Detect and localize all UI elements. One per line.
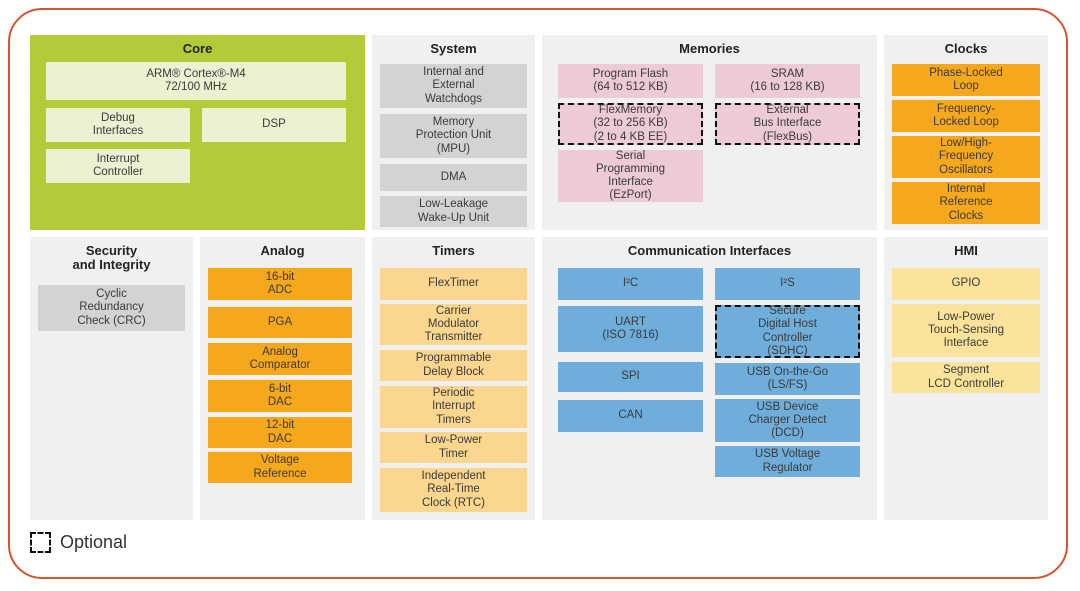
block-gpio: GPIO [892, 268, 1040, 300]
block-usb-otg: USB On-the-Go (LS/FS) [715, 363, 860, 395]
block-dma: DMA [380, 164, 527, 191]
block-internal-reference-clocks: Internal Reference Clocks [892, 182, 1040, 224]
block-flexbus: External Bus Interface (FlexBus) [715, 103, 860, 145]
block-fll: Frequency- Locked Loop [892, 100, 1040, 132]
panel-security: Security and Integrity Cyclic Redundancy… [30, 237, 193, 520]
block-low-power-timer: Low-Power Timer [380, 432, 527, 463]
panel-analog-title: Analog [260, 243, 305, 258]
block-segment-lcd: Segment LCD Controller [892, 362, 1040, 393]
block-arm-cortex-m4: ARM® Cortex®-M4 72/100 MHz [46, 62, 346, 100]
panel-analog: Analog 16-bit ADC PGA Analog Comparator … [200, 237, 365, 520]
panel-clocks-title: Clocks [944, 41, 988, 56]
block-sdhc: Secure Digital Host Controller (SDHC) [715, 305, 860, 358]
block-usb-voltage-regulator: USB Voltage Regulator [715, 446, 860, 477]
diagram-frame [8, 8, 1068, 579]
block-rtc: Independent Real-Time Clock (RTC) [380, 468, 527, 512]
panel-clocks: Clocks Phase-Locked Loop Frequency- Lock… [884, 35, 1048, 230]
panel-core-title: Core [182, 41, 213, 56]
block-analog-comparator: Analog Comparator [208, 343, 352, 375]
block-mpu: Memory Protection Unit (MPU) [380, 114, 527, 158]
block-adc-16bit: 16-bit ADC [208, 268, 352, 300]
panel-memories: Memories Program Flash (64 to 512 KB) SR… [542, 35, 877, 230]
legend-optional-label: Optional [60, 532, 128, 552]
block-debug-interfaces: Debug Interfaces [46, 108, 190, 142]
block-interrupt-controller: Interrupt Controller [46, 149, 190, 183]
block-touch-sensing: Low-Power Touch-Sensing Interface [892, 304, 1040, 357]
panel-timers-title: Timers [432, 243, 475, 258]
optional-dashed-swatch [30, 532, 51, 553]
legend-optional: Optional [30, 531, 127, 554]
panel-security-title: Security and Integrity [72, 243, 151, 273]
block-llwu: Low-Leakage Wake-Up Unit [380, 196, 527, 227]
block-spi: SPI [558, 362, 703, 392]
panel-memories-title: Memories [679, 41, 740, 56]
block-dsp: DSP [202, 108, 346, 142]
block-uart: UART (ISO 7816) [558, 306, 703, 352]
block-dac-12bit: 12-bit DAC [208, 417, 352, 448]
block-oscillators: Low/High- Frequency Oscillators [892, 136, 1040, 178]
panel-hmi-title: HMI [954, 243, 978, 258]
panel-timers: Timers FlexTimer Carrier Modulator Trans… [372, 237, 535, 520]
panel-core: Core ARM® Cortex®-M4 72/100 MHz Debug In… [30, 35, 365, 230]
block-flexmemory: FlexMemory (32 to 256 KB) (2 to 4 KB EE) [558, 103, 703, 145]
block-carrier-modulator-transmitter: Carrier Modulator Transmitter [380, 304, 527, 345]
panel-communication-interfaces: Communication Interfaces I²C UART (ISO 7… [542, 237, 877, 520]
block-sram: SRAM (16 to 128 KB) [715, 64, 860, 98]
panel-system-title: System [430, 41, 477, 56]
block-periodic-interrupt-timers: Periodic Interrupt Timers [380, 386, 527, 428]
block-pll: Phase-Locked Loop [892, 64, 1040, 96]
block-program-flash: Program Flash (64 to 512 KB) [558, 64, 703, 98]
block-pga: PGA [208, 307, 352, 338]
block-watchdogs: Internal and External Watchdogs [380, 64, 527, 108]
block-can: CAN [558, 400, 703, 432]
panel-communication-interfaces-title: Communication Interfaces [627, 243, 792, 258]
block-programmable-delay-block: Programmable Delay Block [380, 350, 527, 381]
block-i2c: I²C [558, 268, 703, 300]
block-voltage-reference: Voltage Reference [208, 452, 352, 483]
block-ezport: Serial Programming Interface (EzPort) [558, 150, 703, 202]
block-crc: Cyclic Redundancy Check (CRC) [38, 285, 185, 331]
block-flextimer: FlexTimer [380, 268, 527, 300]
block-dac-6bit: 6-bit DAC [208, 380, 352, 412]
panel-hmi: HMI GPIO Low-Power Touch-Sensing Interfa… [884, 237, 1048, 520]
block-i2s: I²S [715, 268, 860, 300]
block-usb-dcd: USB Device Charger Detect (DCD) [715, 399, 860, 442]
panel-system: System Internal and External Watchdogs M… [372, 35, 535, 230]
